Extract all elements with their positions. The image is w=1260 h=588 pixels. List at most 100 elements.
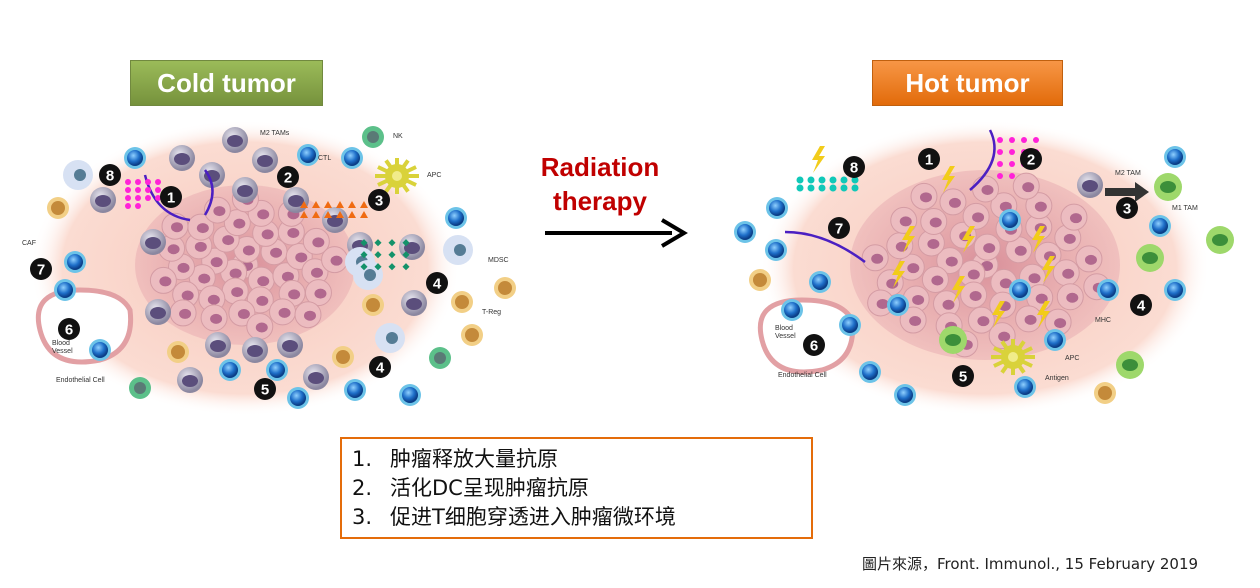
tumor-nucleus — [909, 316, 922, 327]
tumor-nucleus — [912, 294, 925, 305]
lightning-icon — [812, 146, 825, 173]
step-badge: 3 — [368, 189, 390, 211]
lightning-icon — [992, 301, 1005, 328]
tumor-nucleus — [871, 253, 884, 264]
tumor-nucleus — [312, 237, 325, 248]
step-badge: 7 — [30, 258, 52, 280]
label-ctl: CTL — [318, 155, 331, 162]
step-number: 1 — [925, 152, 933, 169]
tumor-nucleus — [899, 216, 912, 227]
step-number: 2 — [1027, 152, 1035, 169]
tumor-nucleus — [330, 255, 343, 266]
tumor-nucleus — [967, 269, 980, 280]
notes-box: 1. 肿瘤释放大量抗原 2. 活化DC呈现肿瘤抗原 3.促进T细胞穿透进入肿瘤微环境 — [340, 437, 813, 539]
tumor-nucleus — [171, 222, 184, 233]
label-blood-vessel: Vessel — [52, 348, 73, 355]
note-text: 促进T细胞穿透进入肿瘤微环境 — [390, 505, 676, 529]
tumor-nucleus — [1024, 314, 1037, 325]
step-badge: 2 — [1020, 148, 1042, 170]
label-mhc: MHC — [1095, 317, 1111, 324]
note-item: 2. 活化DC呈现肿瘤抗原 — [352, 474, 811, 503]
note-number: 1. — [352, 447, 373, 471]
step-number: 4 — [433, 276, 442, 293]
label-caf: CAF — [22, 240, 36, 247]
step-number: 1 — [167, 190, 175, 207]
tumor-nucleus — [270, 247, 283, 258]
tumor-nucleus — [222, 235, 235, 246]
label-apc: APC — [427, 172, 441, 179]
radiation-therapy-label: Radiation therapy — [520, 150, 680, 218]
tumor-nucleus — [303, 310, 316, 321]
tumor-nucleus — [177, 262, 190, 273]
step-badge: 3 — [1116, 197, 1138, 219]
tumor-nucleus — [931, 275, 944, 286]
step-badge: 4 — [369, 356, 391, 378]
tumor-nucleus — [1069, 213, 1082, 224]
step-badge: 5 — [254, 378, 276, 400]
label-endothelial-cell: Endothelial Cell — [778, 372, 827, 379]
tumor-nucleus — [948, 197, 961, 208]
label-mdsc: MDSC — [488, 257, 509, 264]
tumor-nucleus — [287, 227, 300, 238]
step-number: 8 — [850, 160, 858, 177]
label-antigen: Antigen — [1045, 375, 1069, 382]
tumor-nucleus — [1035, 293, 1048, 304]
lightning-icon — [952, 276, 965, 303]
tumor-nucleus — [927, 238, 940, 249]
step-number: 4 — [1137, 298, 1146, 315]
lightning-icon — [892, 261, 905, 288]
hot-tumor-title: Hot tumor — [872, 60, 1063, 106]
tumor-nucleus — [1084, 254, 1097, 265]
lightning-icon — [1032, 226, 1045, 253]
step-badge: 8 — [843, 156, 865, 178]
tumor-nucleus — [179, 308, 192, 319]
tumor-nucleus — [972, 212, 985, 223]
tumor-nucleus — [1014, 245, 1027, 256]
note-item: 3.促进T细胞穿透进入肿瘤微环境 — [352, 503, 811, 532]
note-number: 2. — [352, 476, 373, 500]
step-number: 6 — [65, 322, 73, 339]
step-badge: 5 — [952, 365, 974, 387]
tumor-nucleus — [255, 322, 268, 333]
step-number: 3 — [375, 193, 383, 210]
tumor-nucleus — [977, 316, 990, 327]
tumor-nucleus — [1062, 268, 1075, 279]
step-number: 2 — [284, 170, 292, 187]
tumor-nucleus — [295, 252, 308, 263]
label-m2-tams: M2 TAMs — [260, 130, 290, 137]
label-apc: APC — [1065, 355, 1079, 362]
transition-arrow — [545, 218, 688, 248]
tumor-nucleus — [876, 298, 889, 309]
lightning-icon — [1042, 256, 1055, 283]
tumor-nucleus — [278, 307, 291, 318]
tumor-nucleus — [288, 289, 301, 300]
citation: 圖片來源，Front. Immunol., 15 February 2019 — [862, 555, 1199, 573]
tumor-nucleus — [281, 271, 294, 282]
tumor-nucleus — [886, 278, 899, 289]
note-item: 1. 肿瘤释放大量抗原 — [352, 445, 811, 474]
note-text: 活化DC呈现肿瘤抗原 — [390, 476, 589, 500]
tumor-nucleus — [945, 256, 958, 267]
label-m2-tam: M2 TAM — [1115, 170, 1141, 177]
step-number: 5 — [261, 382, 269, 399]
hot-tumor-diagram — [734, 120, 1234, 416]
tumor-nucleus — [998, 331, 1011, 342]
tumor-nucleus — [1066, 292, 1079, 303]
step-badge: 4 — [426, 272, 448, 294]
tumor-nucleus — [231, 287, 244, 298]
label-treg: T-Reg — [482, 309, 501, 316]
tumor-nucleus — [907, 263, 920, 274]
tumor-nucleus — [1022, 182, 1035, 193]
tumor-nucleus — [981, 184, 994, 195]
tumor-nucleus — [256, 295, 269, 306]
note-text: 肿瘤释放大量抗原 — [390, 447, 558, 471]
lightning-icon — [1037, 301, 1050, 328]
tumor-nucleus — [181, 290, 194, 301]
tumor-nucleus — [919, 192, 932, 203]
step-number: 7 — [37, 262, 45, 279]
tumor-nucleus — [242, 245, 255, 256]
tumor-nucleus — [314, 288, 327, 299]
step-number: 4 — [376, 360, 385, 377]
tumor-nucleus — [210, 257, 223, 268]
